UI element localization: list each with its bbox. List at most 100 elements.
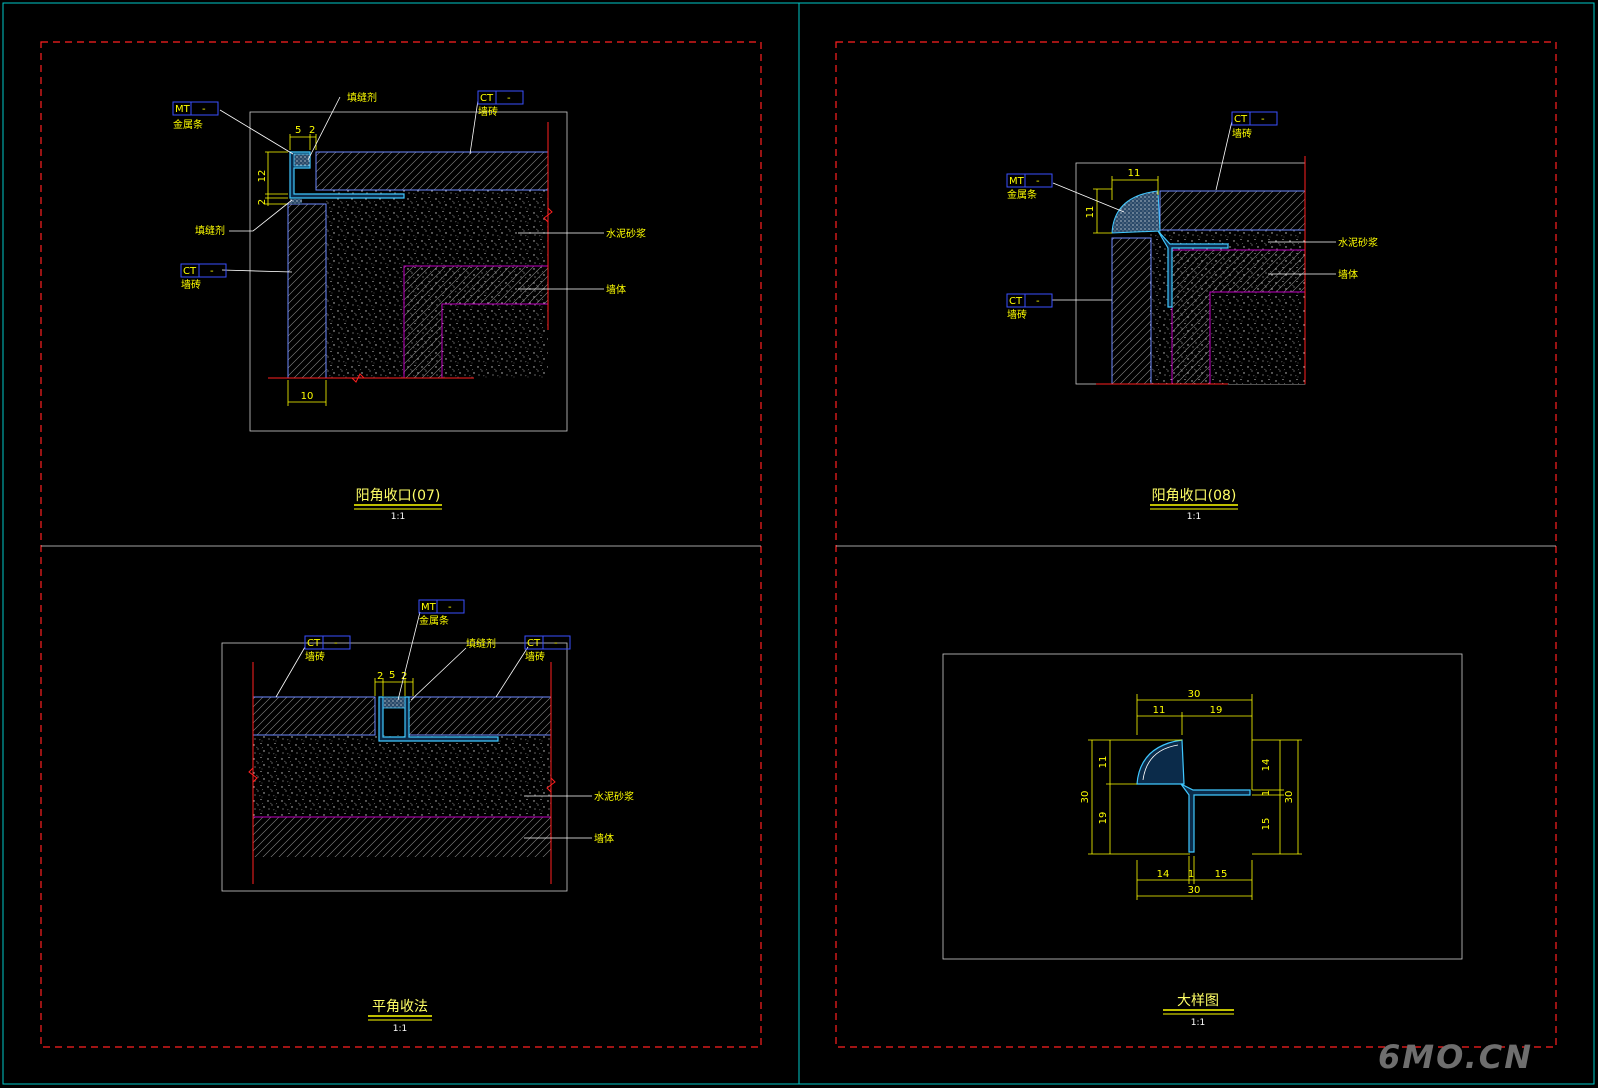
dim-label: 11 <box>1085 206 1096 219</box>
metal-strip-label: 金属条 <box>419 614 449 627</box>
tag-box <box>477 90 524 105</box>
break-symbol <box>546 777 556 793</box>
tag-dash: - <box>1261 114 1265 125</box>
panel-title: 大样图 <box>1177 993 1219 1009</box>
tag-box <box>304 635 351 650</box>
tag-code: MT <box>175 104 191 115</box>
viewport-box <box>221 642 568 892</box>
tag-dash: - <box>1036 176 1040 187</box>
tag-box <box>1006 173 1053 188</box>
detail-corner-profile <box>1136 739 1185 785</box>
tag-code: CT <box>183 266 197 277</box>
panel-title: 阳角收口(08) <box>1152 488 1237 504</box>
left-sheet-dashed-border <box>40 41 762 1048</box>
tile-label: 墙砖 <box>181 278 201 291</box>
dim-label: 30 <box>1188 885 1201 896</box>
right-sheet-dashed-border <box>835 41 1557 1048</box>
filler-label: 填缝剂 <box>347 91 377 104</box>
wall-hatch <box>253 817 551 857</box>
metal-strip-label: 金属条 <box>1007 188 1037 201</box>
break-symbol <box>351 373 365 383</box>
dim-label: 2 <box>257 199 268 205</box>
metal-strip <box>378 696 499 742</box>
dim-label: 12 <box>257 170 268 183</box>
tag-box <box>180 263 227 278</box>
panel-scale: 1:1 <box>1187 512 1201 522</box>
dim-label: 30 <box>1188 689 1201 700</box>
tag-code: CT <box>1234 114 1248 125</box>
dim-label: 11 <box>1128 168 1141 179</box>
tag-dash: - <box>554 638 558 649</box>
dim-label: 5 <box>295 125 301 136</box>
dim-label: 2 <box>309 125 315 136</box>
dim-label: 19 <box>1098 812 1109 825</box>
tile-label: 墙砖 <box>1007 308 1027 321</box>
mortar-label: 水泥砂浆 <box>594 790 634 803</box>
panel-detail: 30 11 19 11 30 19 14 1 15 30 14 1 15 30 … <box>942 653 1463 1028</box>
dim-label: 5 <box>389 670 395 681</box>
tag-code: MT <box>1009 176 1025 187</box>
dim-label: 19 <box>1210 705 1223 716</box>
tile-top <box>315 151 549 191</box>
panel-title: 阳角收口(07) <box>356 488 441 504</box>
dim-label: 15 <box>1215 869 1228 880</box>
metal-corner-profile <box>1111 190 1161 234</box>
watermark: 6MO.CN <box>1378 1038 1533 1076</box>
mortar-fill <box>253 735 551 817</box>
tile-label: 墙砖 <box>525 650 545 663</box>
dim-label: 1 <box>1261 790 1272 796</box>
tag-box <box>172 101 219 116</box>
panel-title: 平角收法 <box>372 999 428 1015</box>
tag-dash: - <box>448 602 452 613</box>
break-symbol <box>248 767 258 783</box>
viewport-box <box>249 111 568 432</box>
mortar-label: 水泥砂浆 <box>1338 236 1378 249</box>
tag-dash: - <box>507 93 511 104</box>
tag-code: MT <box>421 602 437 613</box>
tile-left <box>252 696 376 736</box>
dim-label: 2 <box>377 671 383 682</box>
panel-corner-08: 11 11 CT - 墙砖 MT - 金属条 CT - 墙砖 水泥砂浆 墙体 阳… <box>1006 111 1378 522</box>
dim-label: 11 <box>1153 705 1166 716</box>
panel-scale: 1:1 <box>1191 1018 1205 1028</box>
panel-scale: 1:1 <box>391 512 405 522</box>
tag-box <box>1006 293 1053 308</box>
panel-scale: 1:1 <box>393 1024 407 1034</box>
tile-label: 墙砖 <box>305 650 325 663</box>
detail-corner-inner <box>1142 744 1179 781</box>
dim-label: 14 <box>1261 759 1272 772</box>
tag-box <box>524 635 571 650</box>
wall-label: 墙体 <box>594 832 614 845</box>
tag-code: CT <box>307 638 321 649</box>
metal-strip-label: 金属条 <box>173 118 203 131</box>
mortar-label: 水泥砂浆 <box>606 227 646 240</box>
tag-code: CT <box>527 638 541 649</box>
filler-joint <box>293 153 311 167</box>
filler-joint <box>382 696 406 709</box>
tile-label: 墙砖 <box>1232 127 1252 140</box>
metal-strip <box>1157 230 1229 308</box>
dim-label: 11 <box>1098 756 1109 769</box>
break-symbol <box>543 207 553 223</box>
tag-code: CT <box>480 93 494 104</box>
tag-box <box>418 599 465 614</box>
dim-label: 10 <box>301 391 314 402</box>
tag-dash: - <box>1036 296 1040 307</box>
dim-label: 14 <box>1157 869 1170 880</box>
dim-label: 30 <box>1080 791 1091 804</box>
detail-t-profile <box>1180 783 1251 853</box>
filler-label: 填缝剂 <box>195 224 225 237</box>
viewport-box <box>942 653 1463 960</box>
panel-flat-corner: 2 5 2 CT - 墙砖 MT - 金属条 CT - 墙砖 填缝剂 水泥砂浆 … <box>221 599 634 1034</box>
filler-label: 填缝剂 <box>466 637 496 650</box>
tag-dash: - <box>210 266 214 277</box>
wall-label: 墙体 <box>606 283 626 296</box>
tag-dash: - <box>334 638 338 649</box>
tag-code: CT <box>1009 296 1023 307</box>
dim-label: 15 <box>1261 818 1272 831</box>
wall-label: 墙体 <box>1338 268 1358 281</box>
filler-joint <box>290 199 302 204</box>
panel-corner-07: 5 2 12 2 10 MT - 金属条 CT - 墙砖 CT - 墙砖 填缝剂 <box>172 90 646 522</box>
dim-label: 1 <box>1188 869 1194 880</box>
